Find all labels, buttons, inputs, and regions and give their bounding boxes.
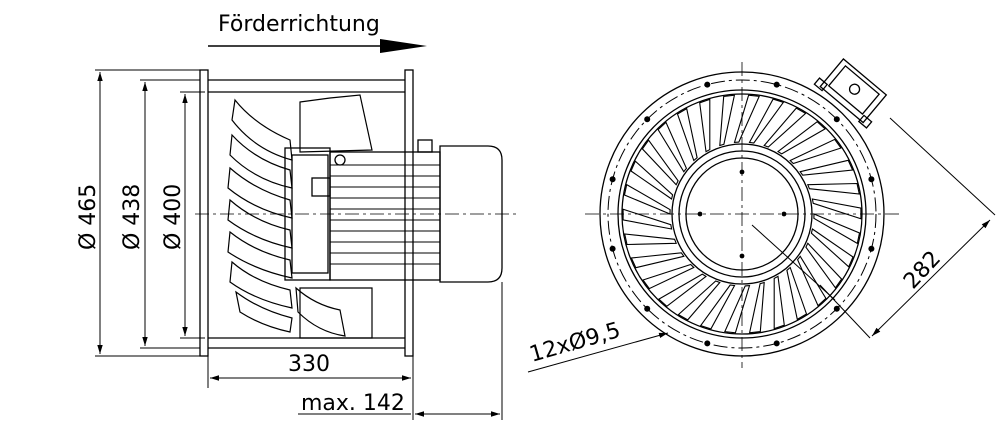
dim-text-465: Ø 465 bbox=[76, 184, 101, 250]
fan-blade bbox=[657, 273, 707, 308]
fan-blade bbox=[805, 242, 843, 289]
flow-direction-arrow bbox=[208, 39, 427, 53]
dim-text-holes: 12xØ9,5 bbox=[527, 318, 624, 368]
diameter-extension-lines bbox=[95, 69, 205, 357]
fan-blade bbox=[796, 255, 827, 307]
fan-blade bbox=[723, 284, 751, 334]
fan-blade bbox=[773, 275, 785, 330]
fan-blade bbox=[642, 263, 695, 290]
fan-blade bbox=[786, 266, 808, 321]
motor-cooling-fins bbox=[330, 164, 440, 265]
bolt-hole bbox=[704, 81, 711, 88]
fan-blade bbox=[623, 233, 678, 246]
fan-blade bbox=[699, 284, 736, 330]
fan-blade bbox=[748, 281, 765, 334]
fan-blade bbox=[777, 120, 827, 155]
bolt-hole bbox=[833, 116, 840, 123]
fan-blade bbox=[677, 280, 721, 321]
hub-radius-leader bbox=[751, 224, 836, 301]
fan-blade bbox=[799, 159, 854, 176]
fan-blade bbox=[748, 98, 785, 144]
motor bbox=[284, 139, 503, 283]
bolt-hole bbox=[833, 305, 840, 312]
dim-text-438: Ø 438 bbox=[120, 184, 145, 250]
fan-blade bbox=[763, 107, 807, 148]
bottom-extension-lines bbox=[207, 282, 503, 420]
fan-blade bbox=[676, 107, 698, 162]
side-view: Förderrichtung Ø 465 Ø 438 Ø 400 bbox=[76, 12, 520, 420]
bolt-hole bbox=[704, 340, 711, 347]
fan-blade bbox=[810, 228, 854, 268]
dim-text-282: 282 bbox=[899, 246, 946, 294]
impeller-blades bbox=[227, 94, 373, 339]
bolt-hole bbox=[868, 245, 875, 252]
fan-blade bbox=[699, 98, 711, 153]
fan-blade bbox=[733, 94, 761, 144]
terminal-box bbox=[813, 58, 888, 129]
bolt-hole bbox=[609, 245, 616, 252]
dim-text-330: 330 bbox=[288, 352, 330, 377]
fan-blade bbox=[719, 94, 736, 147]
bolt-holes bbox=[609, 81, 875, 347]
fan-blade bbox=[641, 139, 679, 186]
fan-blade bbox=[806, 182, 861, 195]
fan-blade bbox=[630, 252, 685, 269]
fan-blade bbox=[811, 198, 862, 220]
fan-blade bbox=[789, 138, 842, 165]
bolt-hole bbox=[868, 176, 875, 183]
hole-callout bbox=[527, 332, 669, 373]
front-view: 282 12xØ9,5 bbox=[527, 58, 996, 373]
flow-direction-label: Förderrichtung bbox=[218, 12, 380, 37]
bolt-hole bbox=[773, 81, 780, 88]
fan-casing bbox=[199, 69, 414, 357]
bolt-hole bbox=[609, 176, 616, 183]
front-blades bbox=[622, 94, 862, 334]
bolt-hole bbox=[644, 116, 651, 123]
fan-blade bbox=[657, 121, 688, 173]
fan-blade bbox=[622, 208, 673, 230]
dim-text-max142: max. 142 bbox=[301, 391, 405, 416]
dim-text-400: Ø 400 bbox=[161, 184, 186, 250]
fan-blade bbox=[813, 213, 861, 245]
bolt-hole bbox=[773, 340, 780, 347]
fan-blade bbox=[630, 160, 674, 200]
bolt-hole bbox=[644, 305, 651, 312]
fan-blade bbox=[623, 183, 671, 215]
